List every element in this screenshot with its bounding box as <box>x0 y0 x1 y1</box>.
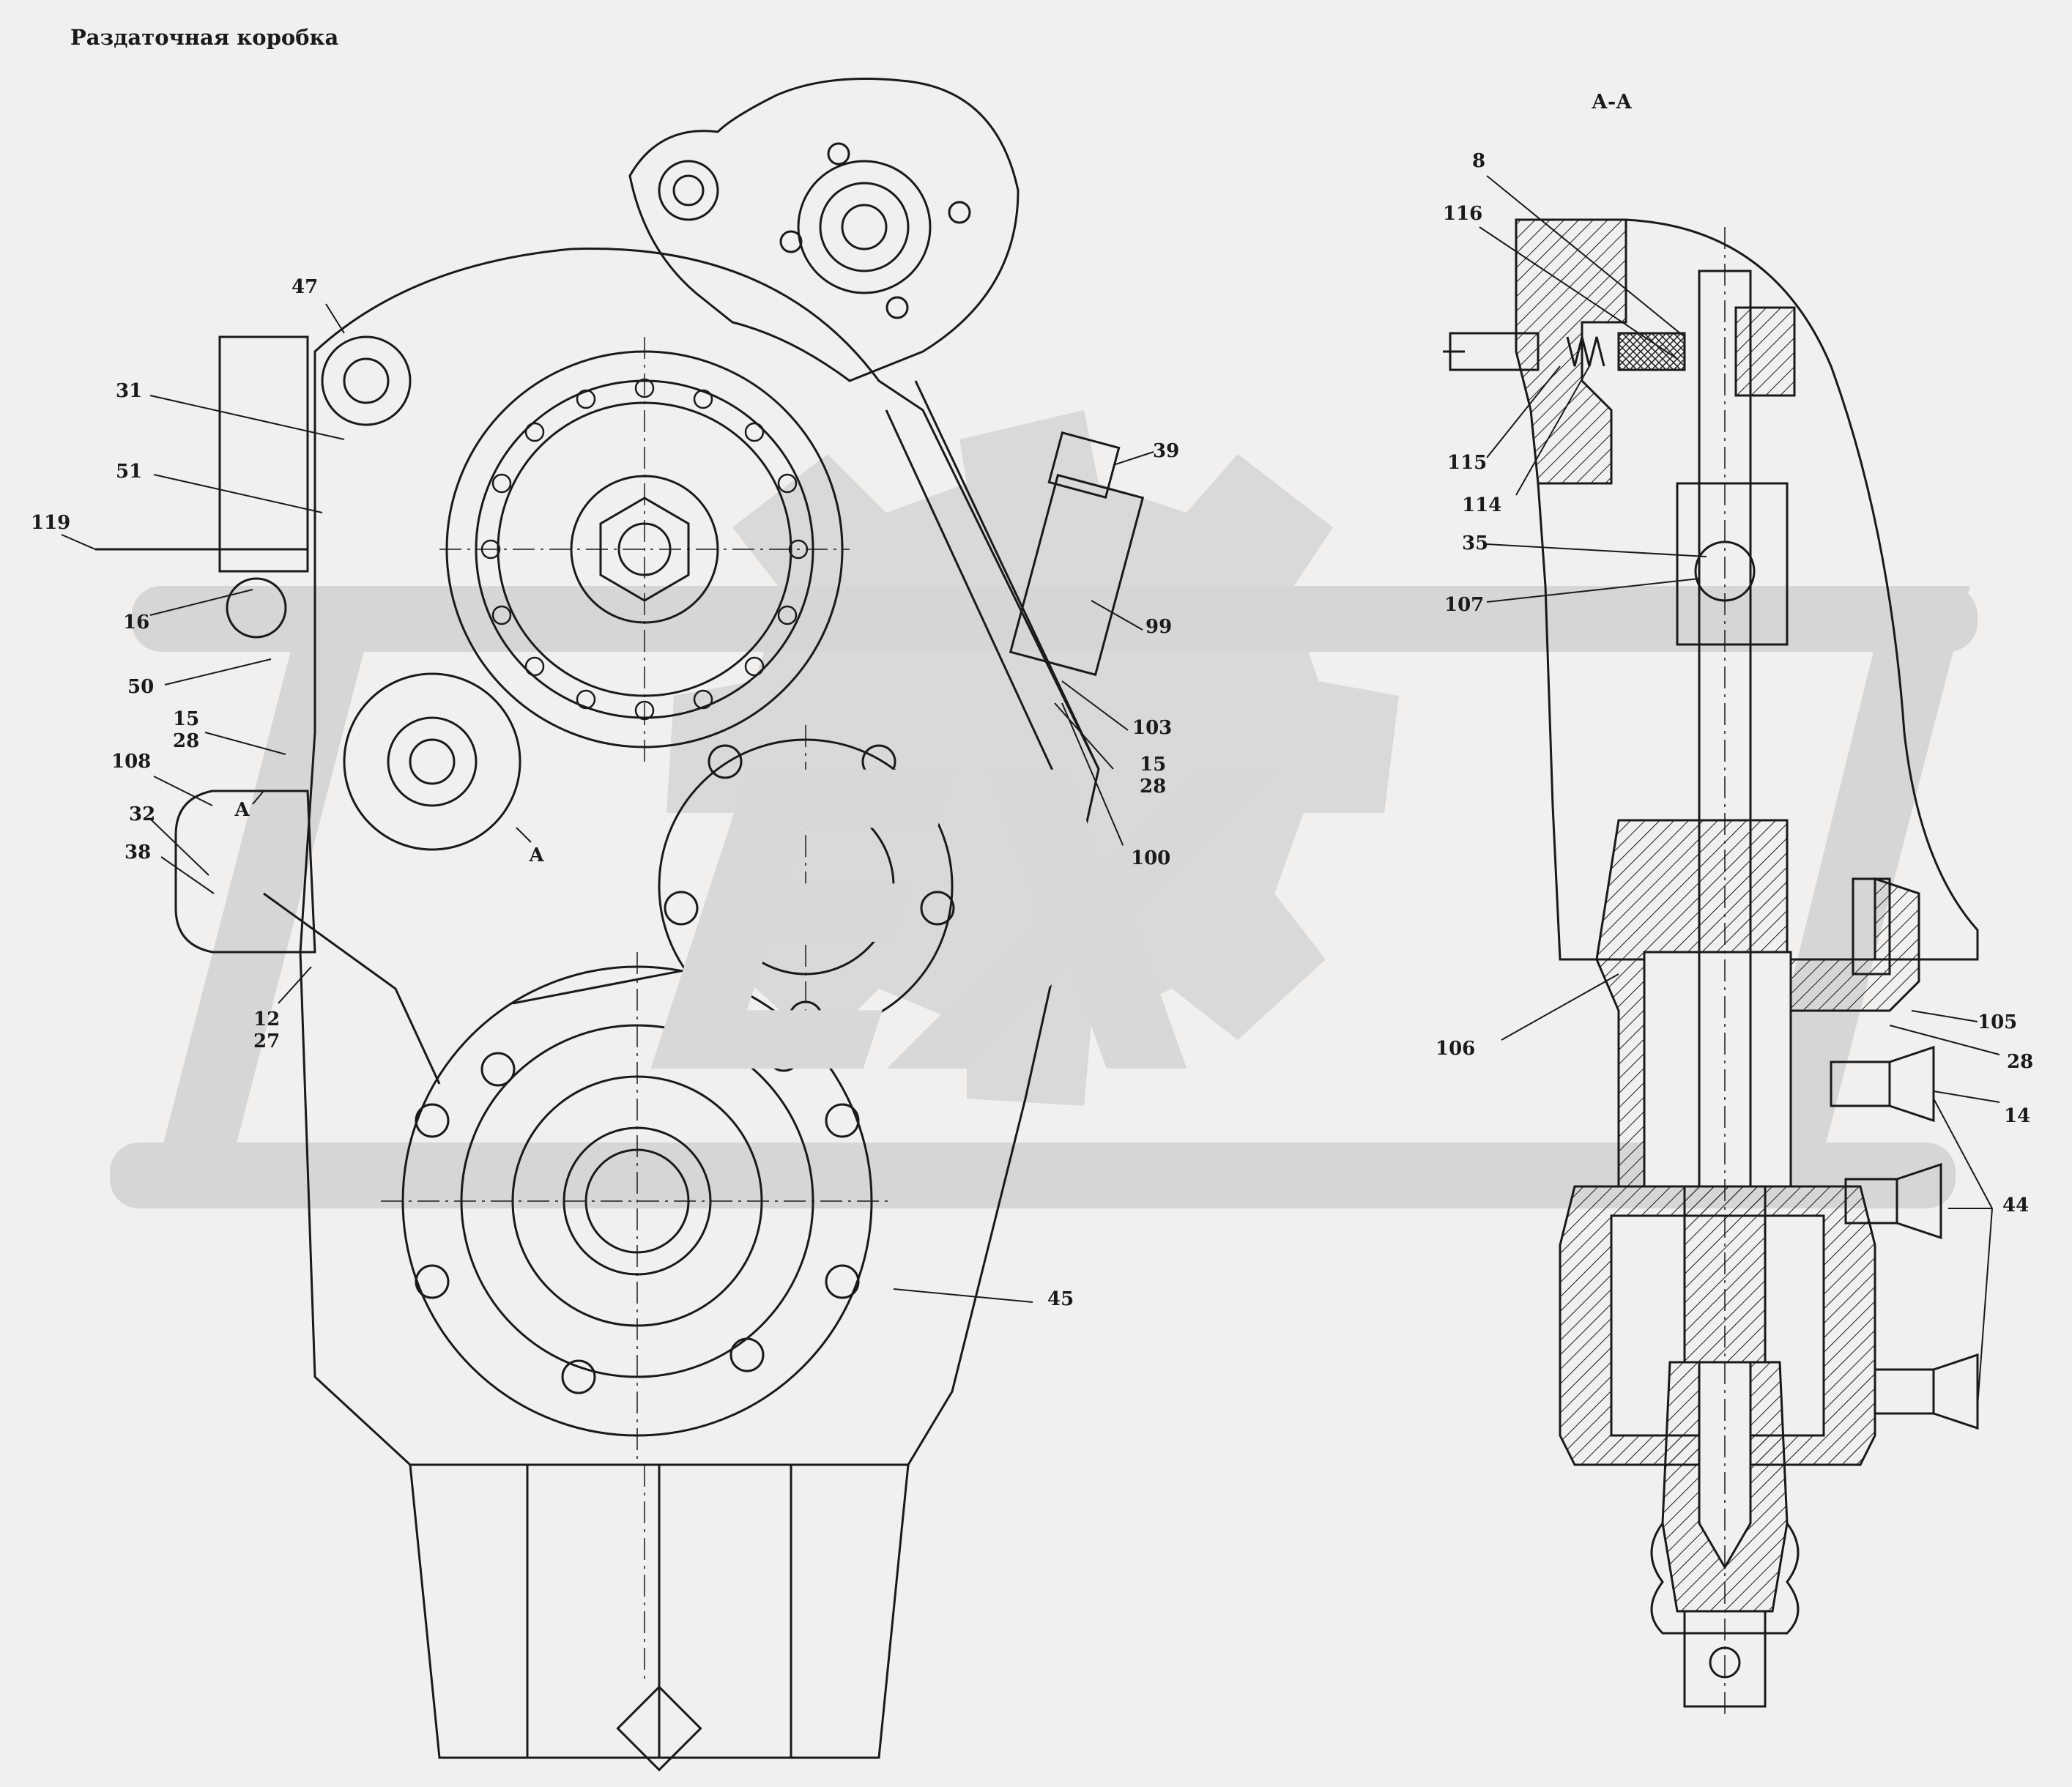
callout-32: 32 <box>129 803 156 825</box>
callout-8: 8 <box>1472 150 1486 172</box>
callout-119: 119 <box>31 512 71 534</box>
leader-lines <box>61 175 2000 1407</box>
callout-103: 103 <box>1132 717 1173 739</box>
callout-38: 38 <box>125 842 152 863</box>
callout-12-27: 12 27 <box>253 1008 281 1052</box>
callout-50: 50 <box>127 676 155 698</box>
callout-35: 35 <box>1462 532 1489 554</box>
callout-16: 16 <box>123 612 150 634</box>
callout-44: 44 <box>2002 1195 2030 1216</box>
callout-15-28-right: 15 28 <box>1140 754 1167 798</box>
callout-31: 31 <box>116 380 143 402</box>
callout-15-28-left: 15 28 <box>173 708 200 752</box>
page-title: Раздаточная коробка <box>70 25 339 50</box>
callout-107: 107 <box>1444 594 1485 616</box>
callout-39: 39 <box>1153 440 1180 462</box>
section-mark-a-right: А <box>529 844 545 866</box>
section-a-a-view <box>1443 218 1979 1714</box>
section-label: А-А <box>1592 91 1633 114</box>
callout-105: 105 <box>1978 1011 2018 1033</box>
callout-45: 45 <box>1047 1288 1074 1310</box>
section-mark-a-left: А <box>234 799 250 821</box>
callout-14: 14 <box>2004 1105 2031 1127</box>
callout-99: 99 <box>1145 616 1173 638</box>
callout-47: 47 <box>292 276 319 298</box>
callout-116: 116 <box>1443 203 1483 225</box>
callout-51: 51 <box>116 461 143 483</box>
callout-108: 108 <box>111 751 152 773</box>
callout-100: 100 <box>1131 847 1171 869</box>
callout-106: 106 <box>1436 1038 1476 1060</box>
callout-115: 115 <box>1447 452 1488 474</box>
gearbox-front-view <box>95 78 1145 1772</box>
callout-114: 114 <box>1462 494 1502 516</box>
callout-28: 28 <box>2007 1051 2034 1073</box>
